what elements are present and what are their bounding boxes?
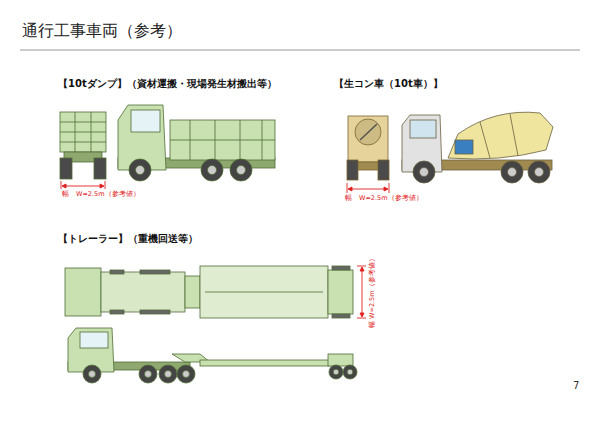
section-heading: 【トレーラー】（重機回送等） xyxy=(58,233,198,245)
section-heading: 【10tダンプ】（資材運搬・現場発生材搬出等） xyxy=(58,78,277,90)
section-heading: 【生コン車（10t車）】 xyxy=(334,78,443,90)
width-dimension: 幅 W=2.5m（参考値） xyxy=(345,195,423,202)
width-dimension: 幅 W=2.5m（参考値） xyxy=(62,191,140,198)
page-number: 7 xyxy=(573,380,579,392)
page-title: 通行工事車両（参考） xyxy=(22,22,182,40)
width-dimension: 幅 W=2.5m（参考値） xyxy=(368,256,375,329)
